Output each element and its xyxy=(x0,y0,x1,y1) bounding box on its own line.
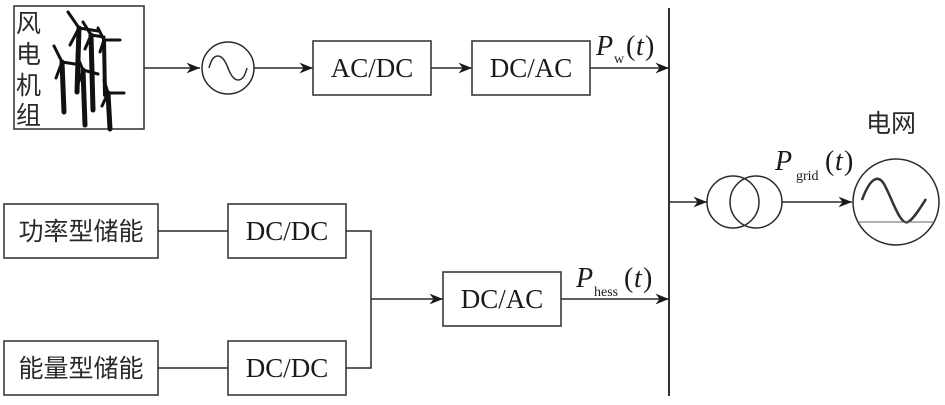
p-grid-close-paren: ) xyxy=(844,146,853,177)
wind-farm-block: 风 电 机 组 xyxy=(13,5,145,132)
ac-generator-sine-icon xyxy=(201,41,255,95)
transformer-icon xyxy=(706,175,783,229)
p-hess-open-paren: ( xyxy=(624,263,633,294)
p-wind-close-paren: ) xyxy=(645,31,654,62)
p-hess-close-paren: ) xyxy=(643,263,652,294)
wind-farm-label-char-1: 风 xyxy=(16,9,41,38)
p-wind-var: P xyxy=(595,31,613,62)
wire-dcdc-junction xyxy=(346,230,372,369)
power-storage-block: 功率型储能 xyxy=(3,203,159,259)
energy-dcdc-label: DC/DC xyxy=(246,353,329,383)
p-wind-label: P w ( t ) xyxy=(595,31,654,67)
p-wind-t: t xyxy=(636,31,645,62)
energy-storage-block: 能量型储能 xyxy=(3,340,159,396)
wind-acdc-label: AC/DC xyxy=(331,53,414,83)
p-hess-label: P hess ( t ) xyxy=(575,263,652,300)
wind-turbines-icon xyxy=(52,10,126,132)
power-storage-label: 功率型储能 xyxy=(18,217,143,246)
p-grid-t: t xyxy=(835,146,844,177)
energy-storage-label: 能量型储能 xyxy=(18,354,143,383)
grid-sine-icon xyxy=(852,158,940,246)
wind-farm-label-char-3: 机 xyxy=(16,71,41,100)
wind-dcac-converter: DC/AC xyxy=(471,40,591,96)
energy-dcdc-converter: DC/DC xyxy=(227,340,347,396)
wind-farm-label-char-4: 组 xyxy=(16,101,41,130)
p-grid-open-paren: ( xyxy=(825,146,834,177)
wind-dcac-label: DC/AC xyxy=(490,53,573,83)
p-hess-sub: hess xyxy=(594,285,618,300)
grid-label: 电网 xyxy=(866,109,916,138)
wind-farm-label-char-2: 电 xyxy=(16,40,41,69)
p-grid-label: P grid ( t ) xyxy=(774,146,853,184)
p-grid-sub: grid xyxy=(796,169,819,184)
hess-dcac-converter: DC/AC xyxy=(442,271,562,327)
wind-acdc-converter: AC/DC xyxy=(312,40,432,96)
p-grid-var: P xyxy=(774,146,792,177)
hess-dcac-label: DC/AC xyxy=(461,284,544,314)
p-wind-sub: w xyxy=(614,52,625,67)
power-dcdc-converter: DC/DC xyxy=(227,203,347,259)
p-hess-var: P xyxy=(575,263,593,294)
power-dcdc-label: DC/DC xyxy=(246,216,329,246)
p-wind-open-paren: ( xyxy=(626,31,635,62)
p-hess-t: t xyxy=(634,263,643,294)
